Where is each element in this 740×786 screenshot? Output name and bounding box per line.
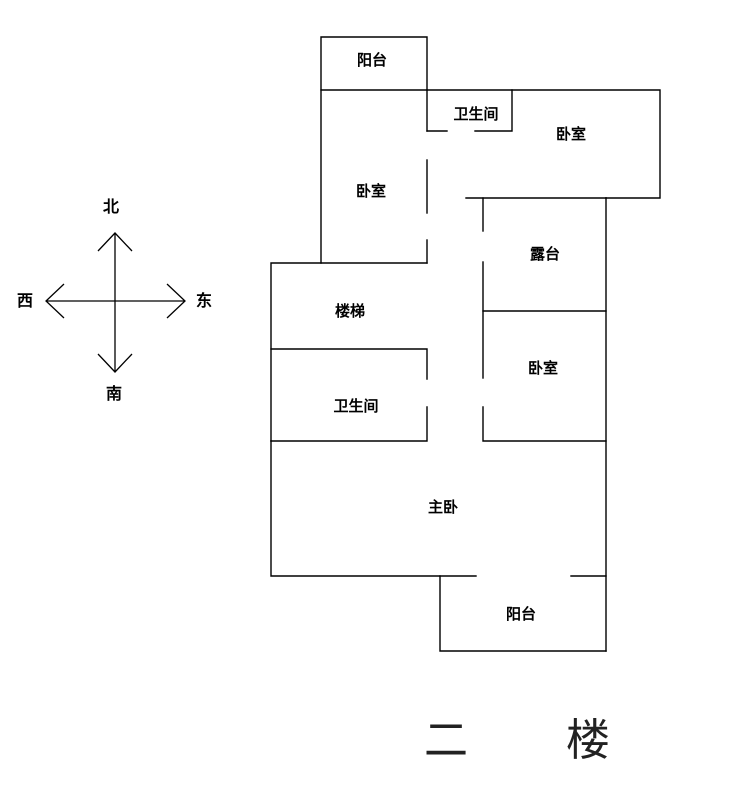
room-label-bathroom-north: 卫生间 bbox=[453, 105, 498, 123]
bathroom-north-wall-b bbox=[474, 89, 513, 132]
bedroom-ne-walls bbox=[426, 89, 661, 199]
compass-rose: 北 南 东 西 bbox=[17, 197, 212, 403]
room-label-balcony-north: 阳台 bbox=[357, 51, 387, 69]
room-labels: 阳台 卫生间 卧室 卧室 露台 楼梯 卧室 卫生间 主卧 阳台 bbox=[333, 51, 586, 623]
balcony-south-walls bbox=[439, 575, 607, 652]
floor-title: 二 楼 bbox=[424, 715, 652, 766]
stairs-south-wall bbox=[270, 348, 428, 380]
north-arrowhead bbox=[97, 232, 133, 252]
compass-west-label: 西 bbox=[17, 291, 33, 310]
compass-east-label: 东 bbox=[196, 291, 212, 310]
room-label-balcony-south: 阳台 bbox=[506, 605, 536, 623]
compass-south-label: 南 bbox=[106, 384, 122, 403]
room-label-bathroom-west: 卫生间 bbox=[333, 397, 378, 415]
room-label-stairs: 楼梯 bbox=[335, 302, 365, 320]
south-arrowhead bbox=[97, 353, 133, 373]
west-arrowhead bbox=[45, 283, 65, 319]
bedroom-east-south-wall bbox=[482, 406, 607, 442]
walls bbox=[270, 36, 661, 652]
room-label-bedroom-east: 卧室 bbox=[528, 359, 558, 377]
room-label-master-bedroom: 主卧 bbox=[428, 498, 458, 516]
east-arrowhead bbox=[166, 283, 186, 319]
room-label-bedroom-nw: 卧室 bbox=[356, 182, 386, 200]
room-label-terrace: 露台 bbox=[530, 245, 560, 263]
bathroom-west-walls bbox=[270, 406, 428, 442]
stairs-walls bbox=[270, 262, 428, 442]
room-label-bedroom-ne: 卧室 bbox=[556, 125, 586, 143]
compass-north-label: 北 bbox=[103, 197, 119, 216]
master-bedroom-walls bbox=[270, 440, 477, 577]
